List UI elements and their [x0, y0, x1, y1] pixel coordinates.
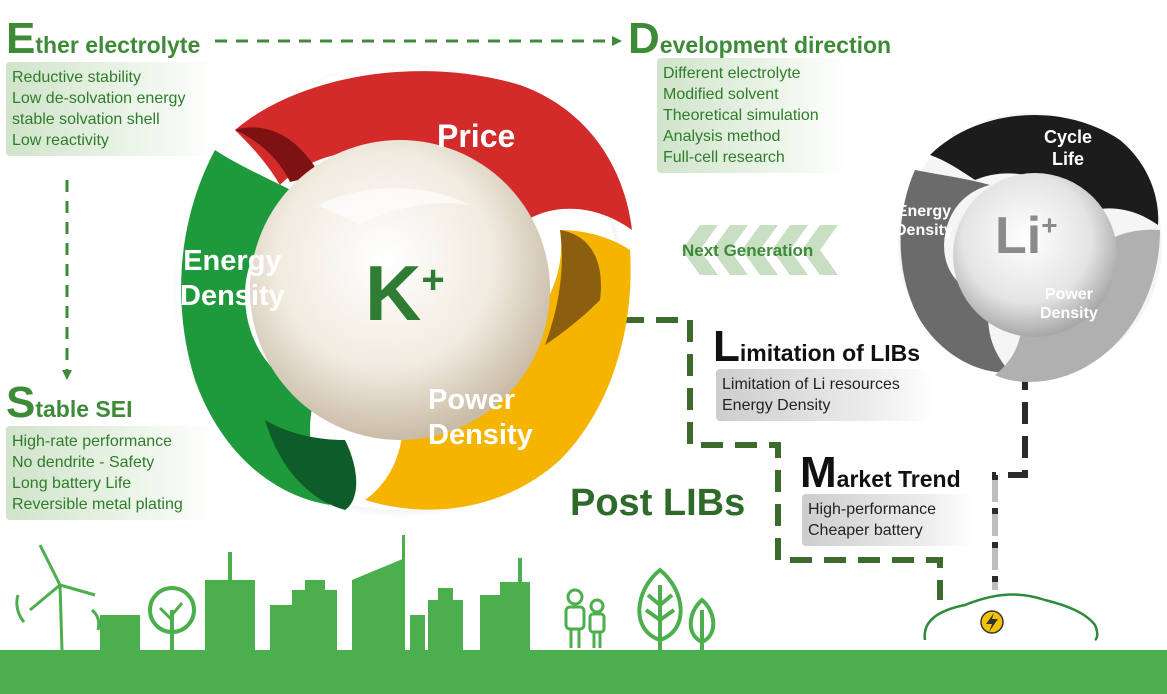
li-cycle-life-label: Cycle Life [1044, 127, 1092, 170]
ether-item: Reductive stability [12, 69, 141, 86]
power-density-line: Power [428, 384, 516, 416]
limitation-rest: imitation of LIBs [739, 340, 921, 366]
connector-li-to-car [992, 368, 1028, 590]
development-initial: D [628, 14, 660, 63]
development-item: Different electrolyte [663, 65, 801, 82]
li-plus-label: Li+ [995, 205, 1058, 267]
limitation-item: Limitation of Li resources [722, 376, 900, 393]
market-item: High-performance [808, 501, 937, 518]
li-energy-blade [900, 170, 1010, 373]
energy-density-label: Energy Density [180, 244, 285, 314]
li-energy-line: Energy [896, 203, 952, 220]
energy-density-line: Density [180, 279, 285, 312]
ether-item: Low reactivity [12, 132, 109, 149]
li-power-density-label: Power Density [1040, 285, 1098, 323]
stable-sei-heading: Stable SEI [6, 378, 133, 428]
arrowhead-development [612, 36, 622, 46]
li-energy-density-label: Energy Density [895, 202, 953, 240]
post-libs-label: Post LIBs [570, 482, 746, 524]
li-cycle-line: Cycle [1044, 127, 1093, 147]
k-sphere [172, 62, 632, 518]
energy-density-line: Energy [183, 245, 282, 277]
li-cycle-line: Life [1052, 148, 1085, 169]
next-generation-chevrons [682, 225, 838, 275]
ether-item: Low de-solvation energy [12, 90, 186, 107]
ether-electrolyte-heading: Ether electrolyte [6, 14, 200, 64]
limitation-item: Energy Density [722, 397, 831, 414]
li-symbol: Li [995, 207, 1042, 265]
li-charge: + [1041, 209, 1058, 241]
limitation-list: Limitation of Li resources Energy Densit… [716, 369, 933, 421]
market-initial: M [800, 448, 837, 497]
market-item: Cheaper battery [808, 522, 923, 539]
market-trend-list: High-performance Cheaper battery [802, 494, 974, 546]
city-skyline [0, 535, 1167, 694]
li-power-line: Density [1040, 305, 1098, 323]
sei-initial: S [6, 378, 36, 427]
leaf-tree-icon [637, 567, 716, 650]
sei-item: High-rate performance [12, 433, 173, 450]
price-label: Price [437, 118, 516, 154]
people-icon [564, 588, 606, 648]
market-rest: arket Trend [836, 466, 961, 492]
market-trend-heading: Market Trend [800, 448, 961, 498]
li-energy-line: Density [895, 222, 953, 240]
energy-blade [181, 150, 330, 505]
sei-item: Reversible metal plating [12, 496, 183, 513]
sei-rest: table SEI [35, 396, 133, 422]
li-cycle-blade [930, 114, 1159, 225]
limitation-initial: L [713, 322, 740, 371]
development-item: Modified solvent [663, 86, 779, 103]
k-plus-label: K+ [365, 247, 445, 341]
development-direction-heading: Development direction [628, 14, 891, 64]
k-symbol: K [365, 249, 422, 337]
power-density-line: Density [428, 418, 533, 451]
development-item: Theoretical simulation [663, 107, 819, 124]
wind-turbine [15, 544, 101, 651]
limitation-heading: Limitation of LIBs [713, 322, 920, 372]
electric-car-icon [923, 593, 1099, 642]
sei-item: Long battery Life [12, 475, 132, 492]
li-power-line: Power [1044, 286, 1093, 303]
tree-icon [148, 586, 196, 650]
ether-initial: E [6, 14, 36, 63]
ether-rest: ther electrolyte [35, 32, 201, 58]
power-density-label: Power Density [428, 383, 533, 453]
next-generation-label: Next Generation [682, 241, 814, 260]
development-item: Full-cell research [663, 149, 785, 166]
development-rest: evelopment direction [659, 32, 892, 58]
ether-item: stable solvation shell [12, 111, 160, 128]
stable-sei-list: High-rate performance No dendrite - Safe… [6, 426, 218, 520]
development-direction-list: Different electrolyte Modified solvent T… [657, 58, 849, 173]
development-item: Analysis method [663, 128, 781, 145]
ether-electrolyte-list: Reductive stability Low de-solvation ene… [6, 62, 218, 156]
li-sphere [898, 113, 1162, 382]
k-charge: + [421, 258, 445, 302]
connector-k-to-car [622, 317, 943, 600]
arrowhead-sei [62, 370, 72, 380]
sei-item: No dendrite - Safety [12, 454, 155, 471]
